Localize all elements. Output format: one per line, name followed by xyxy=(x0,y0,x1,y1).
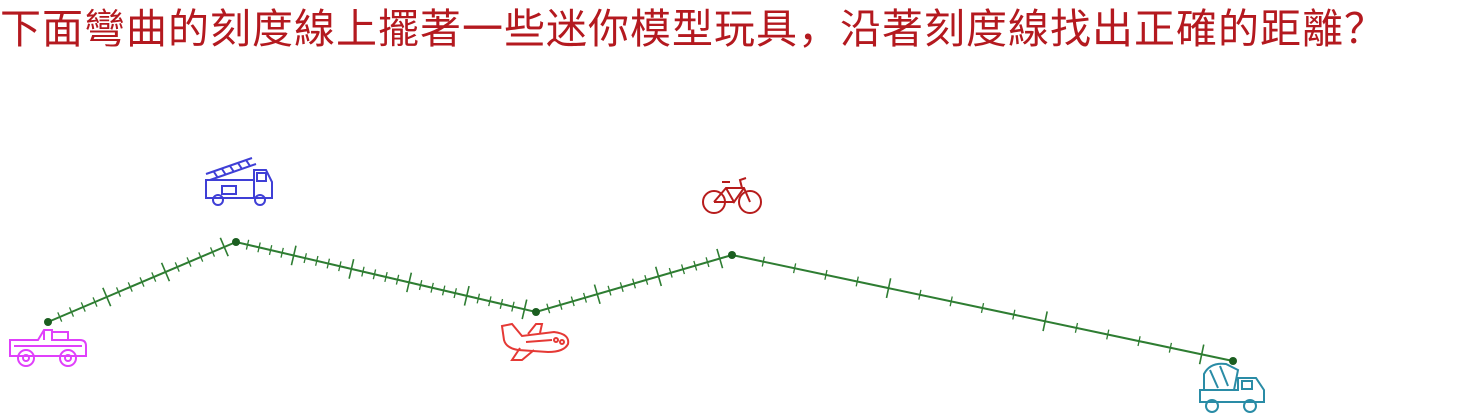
scale-point xyxy=(728,251,736,259)
major-tick xyxy=(1042,311,1048,332)
minor-tick xyxy=(57,312,63,322)
major-tick xyxy=(102,287,112,307)
minor-tick xyxy=(499,298,504,309)
minor-tick xyxy=(268,245,273,256)
minor-tick xyxy=(441,285,446,296)
minor-tick xyxy=(127,282,133,292)
minor-tick xyxy=(570,296,575,307)
major-tick xyxy=(463,285,470,306)
minor-tick xyxy=(631,278,637,289)
minor-tick xyxy=(395,274,400,285)
fire-truck-icon xyxy=(205,157,273,206)
minor-tick xyxy=(1106,329,1110,340)
bicycle-icon xyxy=(702,177,762,214)
minor-tick xyxy=(430,282,434,293)
minor-tick xyxy=(824,269,828,280)
major-tick xyxy=(219,237,229,257)
cement-mixer-icon xyxy=(1199,362,1265,413)
minor-tick xyxy=(338,261,342,272)
minor-tick xyxy=(151,272,157,282)
minor-tick xyxy=(174,262,180,272)
minor-tick xyxy=(918,289,922,300)
scale-point xyxy=(44,318,52,326)
minor-tick xyxy=(949,296,953,307)
minor-tick xyxy=(209,247,216,257)
minor-tick xyxy=(761,256,765,267)
minor-tick xyxy=(115,287,122,297)
minor-tick xyxy=(488,296,492,307)
minor-tick xyxy=(680,264,686,275)
minor-tick xyxy=(372,269,377,280)
major-tick xyxy=(654,266,663,287)
minor-tick xyxy=(980,302,985,314)
minor-tick xyxy=(92,297,98,307)
minor-tick xyxy=(1012,309,1016,320)
minor-tick xyxy=(792,263,797,274)
minor-tick xyxy=(1137,336,1141,347)
scale-points xyxy=(44,238,1237,365)
minor-tick xyxy=(245,239,250,250)
minor-tick xyxy=(453,288,457,299)
minor-tick xyxy=(644,274,649,285)
minor-tick xyxy=(558,299,563,310)
minor-tick xyxy=(303,253,307,264)
scale-line xyxy=(47,240,1234,362)
minor-tick xyxy=(705,257,710,268)
minor-tick xyxy=(619,282,624,293)
scale-point xyxy=(1229,357,1237,365)
minor-tick xyxy=(855,276,859,287)
airplane-icon xyxy=(500,322,570,361)
minor-tick xyxy=(68,307,75,317)
major-tick xyxy=(348,259,355,279)
minor-tick xyxy=(257,242,261,253)
minor-tick xyxy=(546,303,551,314)
minor-tick xyxy=(139,277,145,287)
minor-tick xyxy=(80,302,86,312)
minor-tick xyxy=(607,285,612,296)
minor-tick xyxy=(582,292,588,303)
minor-tick xyxy=(511,301,515,312)
major-tick xyxy=(885,278,892,299)
minor-tick xyxy=(326,258,331,269)
minor-tick xyxy=(280,247,284,258)
minor-tick xyxy=(693,260,698,271)
minor-tick xyxy=(668,267,673,278)
minor-tick xyxy=(315,255,319,266)
major-tick xyxy=(290,245,297,266)
minor-tick xyxy=(476,293,481,304)
minor-tick xyxy=(418,280,423,291)
question-text: 下面彎曲的刻度線上擺著一些迷你模型玩具，沿著刻度線找出正確的距離？ xyxy=(0,5,1386,53)
minor-tick xyxy=(361,266,365,277)
major-tick xyxy=(406,272,413,293)
minor-tick xyxy=(186,257,192,267)
major-tick xyxy=(521,299,528,320)
minor-tick xyxy=(1074,322,1079,333)
major-tick xyxy=(593,284,601,305)
major-tick xyxy=(1198,344,1205,365)
minor-tick xyxy=(384,271,388,283)
major-tick xyxy=(160,262,171,282)
major-tick xyxy=(716,248,724,269)
scale-point xyxy=(232,238,240,246)
scale-point xyxy=(532,308,540,316)
scale-ticks xyxy=(57,237,1205,365)
minor-tick xyxy=(1168,342,1173,353)
jeep-icon xyxy=(9,329,87,367)
minor-tick xyxy=(198,252,204,262)
